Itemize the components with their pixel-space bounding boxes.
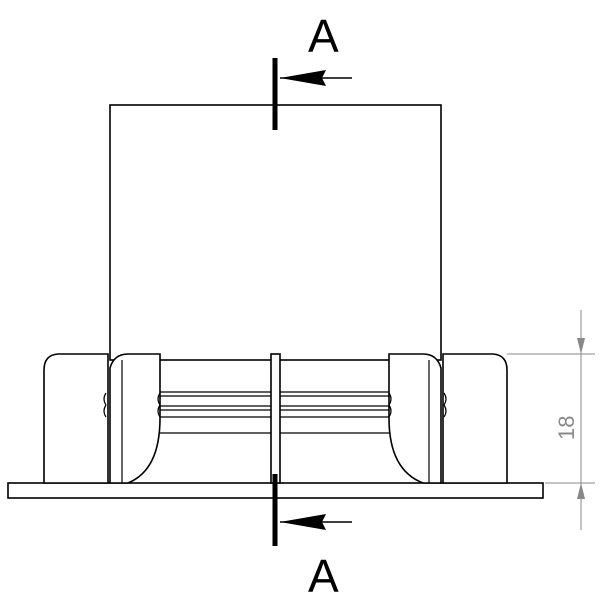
right-inner-clip: [388, 353, 442, 484]
section-line-top: [272, 58, 352, 130]
left-inner-clip: [109, 353, 161, 484]
dimension-18: [507, 310, 595, 530]
central-tab: [270, 353, 281, 484]
spring-coil-left: [103, 392, 161, 418]
right-outer-bracket: [442, 353, 508, 484]
section-line-bottom: [272, 474, 352, 546]
section-marker-bottom: A: [308, 550, 339, 600]
spring-coil-right: [388, 392, 447, 418]
dimension-value: 18: [554, 416, 579, 440]
left-outer-bracket: [43, 353, 109, 484]
section-marker-top: A: [308, 10, 339, 62]
cylinder-body: [109, 104, 442, 361]
